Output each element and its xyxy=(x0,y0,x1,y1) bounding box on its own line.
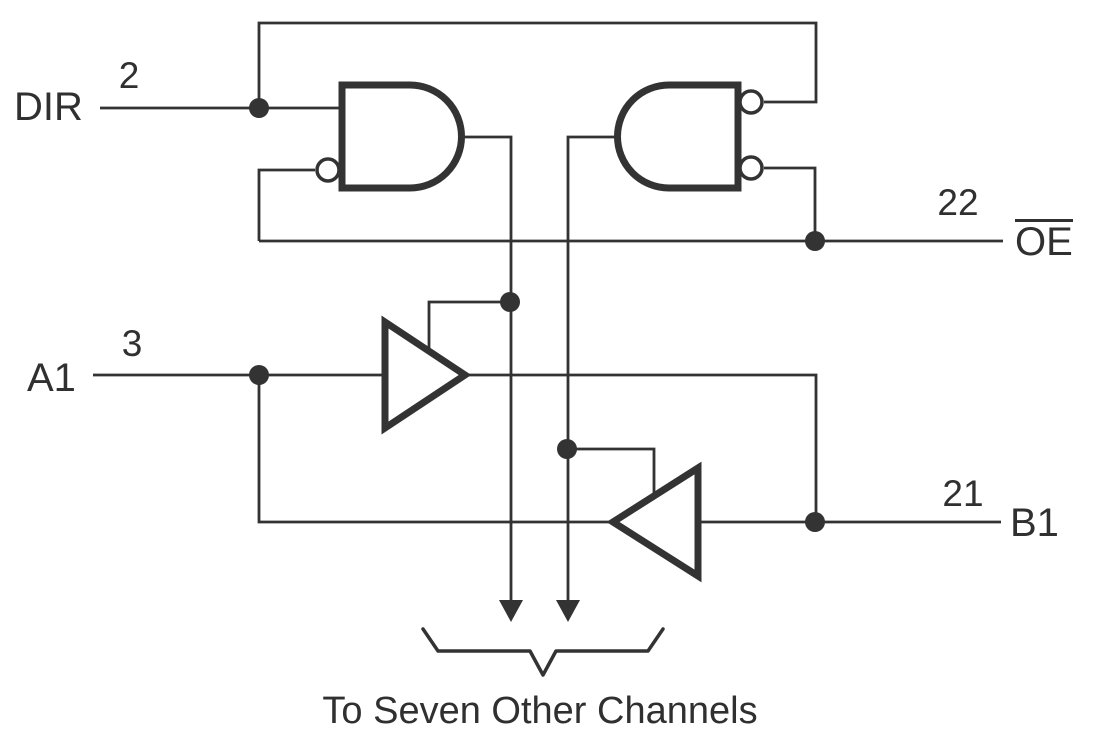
dir-pin-number: 2 xyxy=(118,55,140,96)
wire-buffer-a-enable xyxy=(427,300,510,351)
junction-dots xyxy=(249,98,825,532)
b1-pin-number: 21 xyxy=(942,473,984,514)
and-gate-left xyxy=(338,81,465,192)
buffer-a-triangle xyxy=(381,315,472,435)
brace-icon xyxy=(421,627,665,677)
b1-label: B1 xyxy=(1010,501,1059,545)
oe-pin-number: 22 xyxy=(937,182,979,223)
wire-buffer-b-enable xyxy=(567,447,656,496)
wire-oe-left-branch xyxy=(257,168,315,241)
junction-dot xyxy=(249,365,269,385)
bubble-icon-right-gate-bottom xyxy=(738,155,764,181)
figure-caption: To Seven Other Channels xyxy=(322,690,758,732)
gates xyxy=(338,81,742,192)
junction-dot xyxy=(249,98,269,118)
bubble-icon-left-gate xyxy=(315,157,341,183)
buffers xyxy=(381,315,702,583)
wire-top-rail xyxy=(257,21,818,108)
wire-buffer-a-output xyxy=(465,373,818,522)
wire-buffer-b-output xyxy=(257,375,613,524)
junction-dot xyxy=(500,292,520,312)
dir-label: DIR xyxy=(14,85,83,129)
wire-gate1-output xyxy=(462,135,513,601)
arrow-down-icon xyxy=(556,600,580,622)
buffer-b-triangle xyxy=(606,461,702,583)
arrows xyxy=(499,600,580,622)
arrow-down-icon xyxy=(499,600,523,622)
junction-dot xyxy=(805,231,825,251)
wire-oe-right-branch xyxy=(764,166,817,241)
junction-dot xyxy=(805,512,825,532)
a1-label: A1 xyxy=(27,356,76,400)
wires xyxy=(93,21,1003,601)
junction-dot xyxy=(557,439,577,459)
a1-pin-number: 3 xyxy=(121,323,143,364)
bubble-icon-right-gate-top xyxy=(738,89,764,115)
inverter-bubbles xyxy=(315,89,764,183)
and-gate-right xyxy=(614,81,742,192)
oe-label-text: OE xyxy=(1015,219,1073,264)
wire-gate2-output xyxy=(566,135,617,601)
oe-label: OE xyxy=(1015,219,1073,262)
